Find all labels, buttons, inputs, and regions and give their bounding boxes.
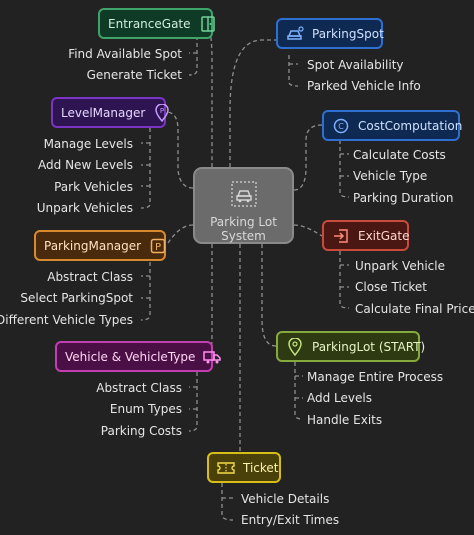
cost-computation-item-3: Parking Duration: [353, 191, 454, 205]
parking-spot-label: ParkingSpot: [312, 26, 384, 41]
exit-gate-node: ExitGate: [322, 220, 409, 251]
exit-gate-label: ExitGate: [358, 228, 410, 243]
cost-computation-node: C CostComputation: [322, 110, 463, 141]
parking-spot-item-2: Parked Vehicle Info: [307, 79, 421, 93]
entrance-gate-label: EntranceGate: [108, 16, 191, 31]
parking-manager-label: ParkingManager: [44, 238, 142, 253]
entrance-gate-item-1: Find Available Spot: [68, 47, 182, 61]
location-pin-icon: [286, 337, 304, 356]
parking-lot-item-3: Handle Exits: [307, 413, 383, 427]
door-icon: [199, 15, 217, 33]
parking-sign-icon: P: [149, 237, 167, 255]
ticket-item-2: Entry/Exit Times: [241, 513, 340, 527]
level-manager-item-4: Unpark Vehicles: [36, 201, 133, 215]
exit-gate-item-1: Unpark Vehicle: [355, 259, 445, 273]
parking-lot-start-node: ParkingLot (START): [276, 331, 425, 362]
parking-manager-item-3: Different Vehicle Types: [0, 313, 133, 327]
vehicle-label: Vehicle & VehicleType: [65, 349, 196, 364]
center-node-parking-lot-system: Parking Lot System: [193, 167, 294, 244]
entrance-gate-item-2: Generate Ticket: [86, 68, 182, 82]
level-manager-node: LevelManager P: [51, 97, 170, 128]
exit-arrow-icon: [332, 227, 350, 245]
truck-icon: [203, 348, 222, 366]
cost-computation-item-1: Calculate Costs: [353, 148, 446, 162]
exit-gate-item-3: Calculate Final Price: [355, 302, 474, 316]
parking-manager-item-2: Select ParkingSpot: [20, 291, 133, 305]
level-manager-item-2: Add New Levels: [38, 158, 133, 172]
ticket-label: Ticket: [243, 460, 279, 475]
vehicle-item-1: Abstract Class: [96, 381, 182, 395]
parking-spot-node: ParkingSpot: [276, 18, 384, 49]
parking-lot-item-2: Add Levels: [307, 391, 372, 405]
svg-text:P: P: [155, 242, 161, 253]
cost-computation-item-2: Vehicle Type: [353, 169, 428, 183]
ticket-item-1: Vehicle Details: [241, 492, 330, 506]
parking-manager-node: ParkingManager P: [34, 230, 166, 261]
car-icon: [231, 181, 257, 207]
vehicle-item-3: Parking Costs: [100, 424, 182, 438]
parking-lot-start-label: ParkingLot (START): [312, 339, 426, 354]
parking-spot-item-1: Spot Availability: [307, 58, 404, 72]
center-title-line2: System: [221, 229, 266, 243]
coin-icon: C: [332, 117, 350, 135]
ticket-icon: [217, 459, 235, 477]
vehicle-item-2: Enum Types: [109, 402, 182, 416]
entrance-gate-node: EntranceGate: [98, 8, 215, 39]
cost-computation-label: CostComputation: [358, 118, 463, 133]
parking-pin-icon: P: [153, 103, 171, 122]
level-manager-label: LevelManager: [61, 105, 146, 120]
parking-manager-item-1: Abstract Class: [47, 270, 133, 284]
vehicle-node: Vehicle & VehicleType: [55, 341, 222, 372]
level-manager-item-1: Manage Levels: [43, 137, 133, 151]
ticket-node: Ticket: [207, 452, 281, 483]
car-spot-icon: [286, 25, 304, 43]
svg-text:C: C: [338, 122, 344, 131]
exit-gate-item-2: Close Ticket: [355, 280, 428, 294]
parking-lot-item-1: Manage Entire Process: [307, 370, 444, 384]
center-title-line1: Parking Lot: [210, 215, 277, 229]
level-manager-item-3: Park Vehicles: [54, 180, 133, 194]
svg-text:P: P: [160, 107, 164, 115]
